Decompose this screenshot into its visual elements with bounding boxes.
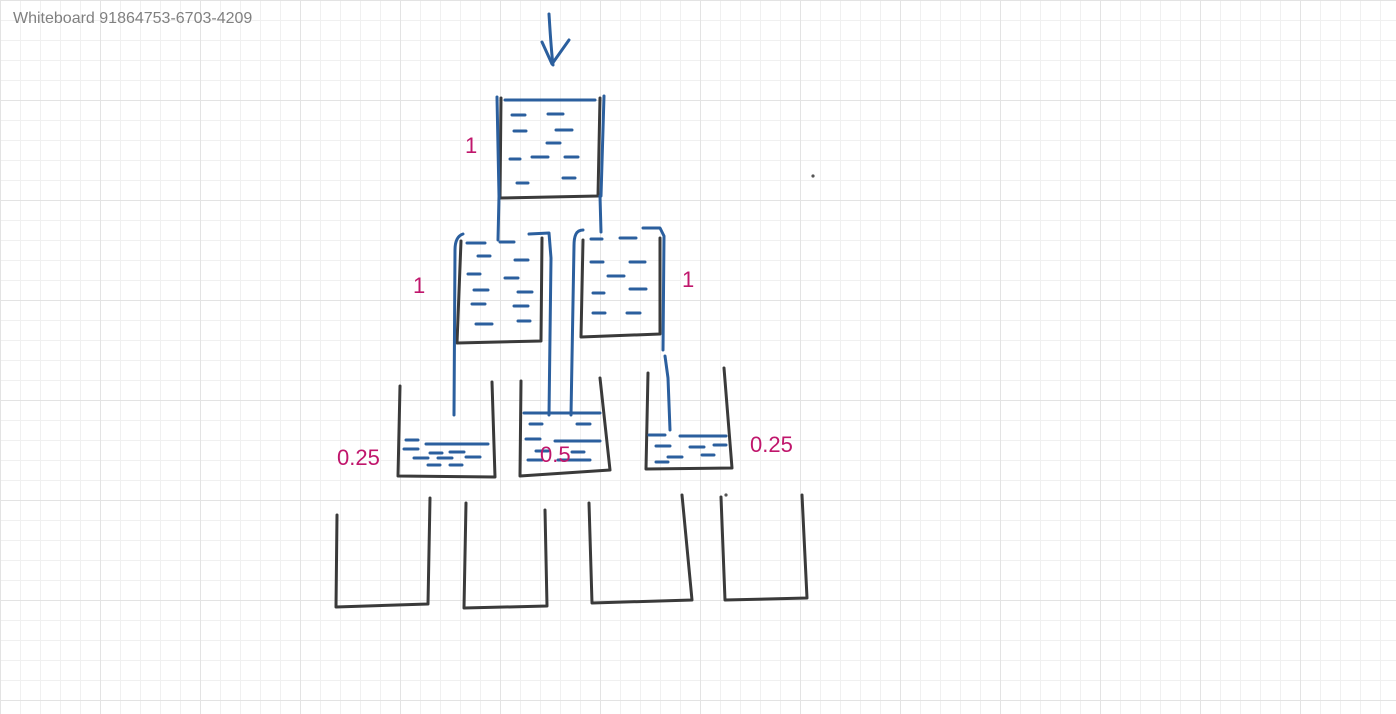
glass-row4-1 (334, 496, 432, 609)
label-row2-right: 1 (682, 267, 694, 292)
glass-row1 (495, 94, 606, 200)
glass-row3-left (396, 380, 497, 479)
water-fill (465, 240, 534, 326)
label-row3-right: 0.25 (750, 432, 793, 457)
label-row1: 1 (465, 133, 477, 158)
board-title: Whiteboard 91864753-6703-4209 (13, 10, 253, 27)
overflow-stream (496, 194, 501, 242)
water-fill (647, 433, 728, 464)
down-arrow-icon (540, 12, 571, 67)
glass-row4-2 (462, 501, 549, 610)
glass-row3-middle (518, 376, 612, 478)
water-fill (503, 98, 597, 185)
overflow-stream (598, 194, 603, 234)
label-row3-middle: 0.5 (540, 442, 571, 467)
water-fill (522, 411, 602, 462)
glass-row4-4 (719, 493, 809, 602)
glass-row3-right (644, 366, 734, 471)
stray-dot (811, 174, 815, 178)
glass-row2-right (569, 226, 672, 432)
water-fill (402, 438, 490, 467)
stray-dot (724, 493, 728, 497)
water-fill (589, 236, 648, 315)
label-row3-left: 0.25 (337, 445, 380, 470)
glass-row4-3 (587, 493, 694, 605)
glass-row2-left (452, 231, 553, 417)
label-row2-left: 1 (413, 273, 425, 298)
